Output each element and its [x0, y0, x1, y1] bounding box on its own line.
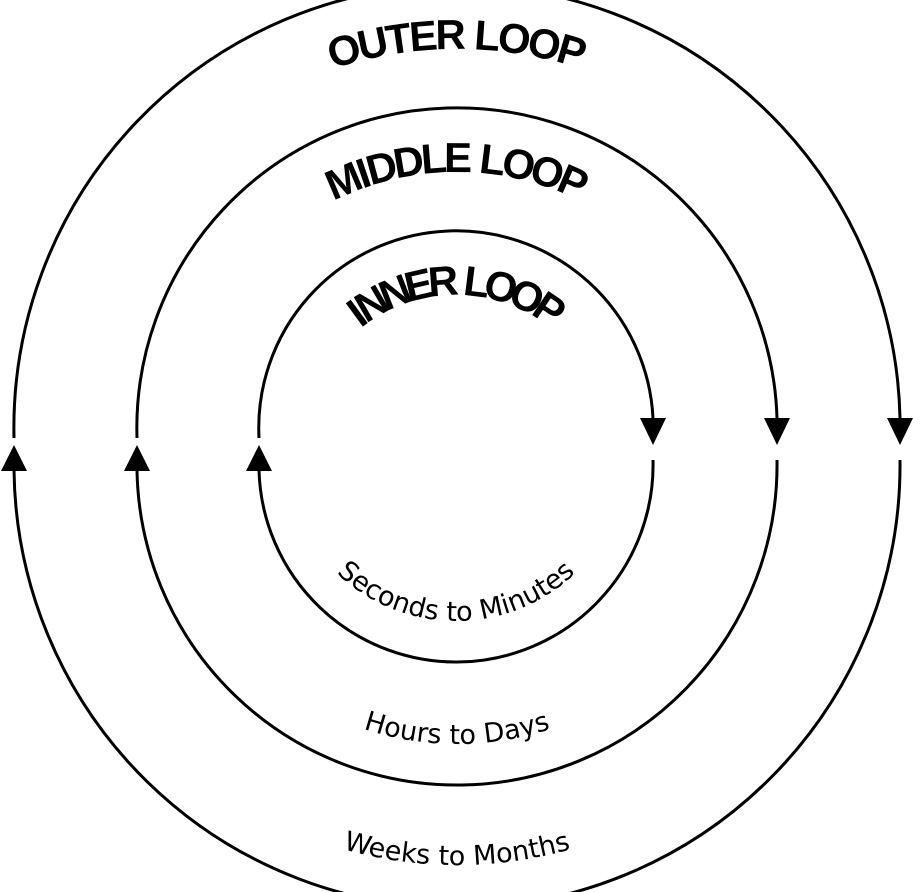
middle-loop-top-arc: [135, 106, 779, 439]
svg-text:Hours to Days: Hours to Days: [361, 706, 553, 751]
svg-text:MIDDLE LOOP: MIDDLE LOOP: [318, 134, 595, 209]
inner-loop-title: INNER LOOP: [338, 256, 574, 336]
svg-text:Seconds to Minutes: Seconds to Minutes: [332, 555, 581, 628]
middle-loop-down-arrow-icon: [764, 418, 790, 445]
svg-text:Weeks to Months: Weeks to Months: [341, 826, 573, 872]
middle-loop-title: MIDDLE LOOP: [318, 134, 595, 209]
middle-loop-up-arrow-icon: [124, 445, 150, 471]
inner-loop-bottom-arc: [257, 459, 655, 664]
outer-loop-bottom-arc: [12, 459, 902, 892]
outer-loop-timescale: Weeks to Months: [341, 826, 573, 872]
inner-loop: INNER LOOP Seconds to Minutes: [246, 229, 666, 664]
middle-loop-bottom-arc: [135, 459, 779, 787]
svg-text:OUTER LOOP: OUTER LOOP: [322, 11, 592, 77]
inner-loop-top-arc: [257, 229, 655, 439]
outer-loop-title: OUTER LOOP: [322, 11, 592, 77]
inner-loop-up-arrow-icon: [246, 445, 272, 471]
inner-loop-timescale: Seconds to Minutes: [332, 555, 581, 628]
svg-text:INNER LOOP: INNER LOOP: [338, 256, 574, 336]
outer-loop-up-arrow-icon: [1, 445, 27, 471]
outer-loop-top-arc: [12, 0, 902, 439]
inner-loop-down-arrow-icon: [640, 418, 666, 445]
middle-loop: MIDDLE LOOP Hours to Days: [124, 106, 790, 787]
outer-loop-down-arrow-icon: [887, 418, 913, 445]
middle-loop-timescale: Hours to Days: [361, 706, 553, 751]
